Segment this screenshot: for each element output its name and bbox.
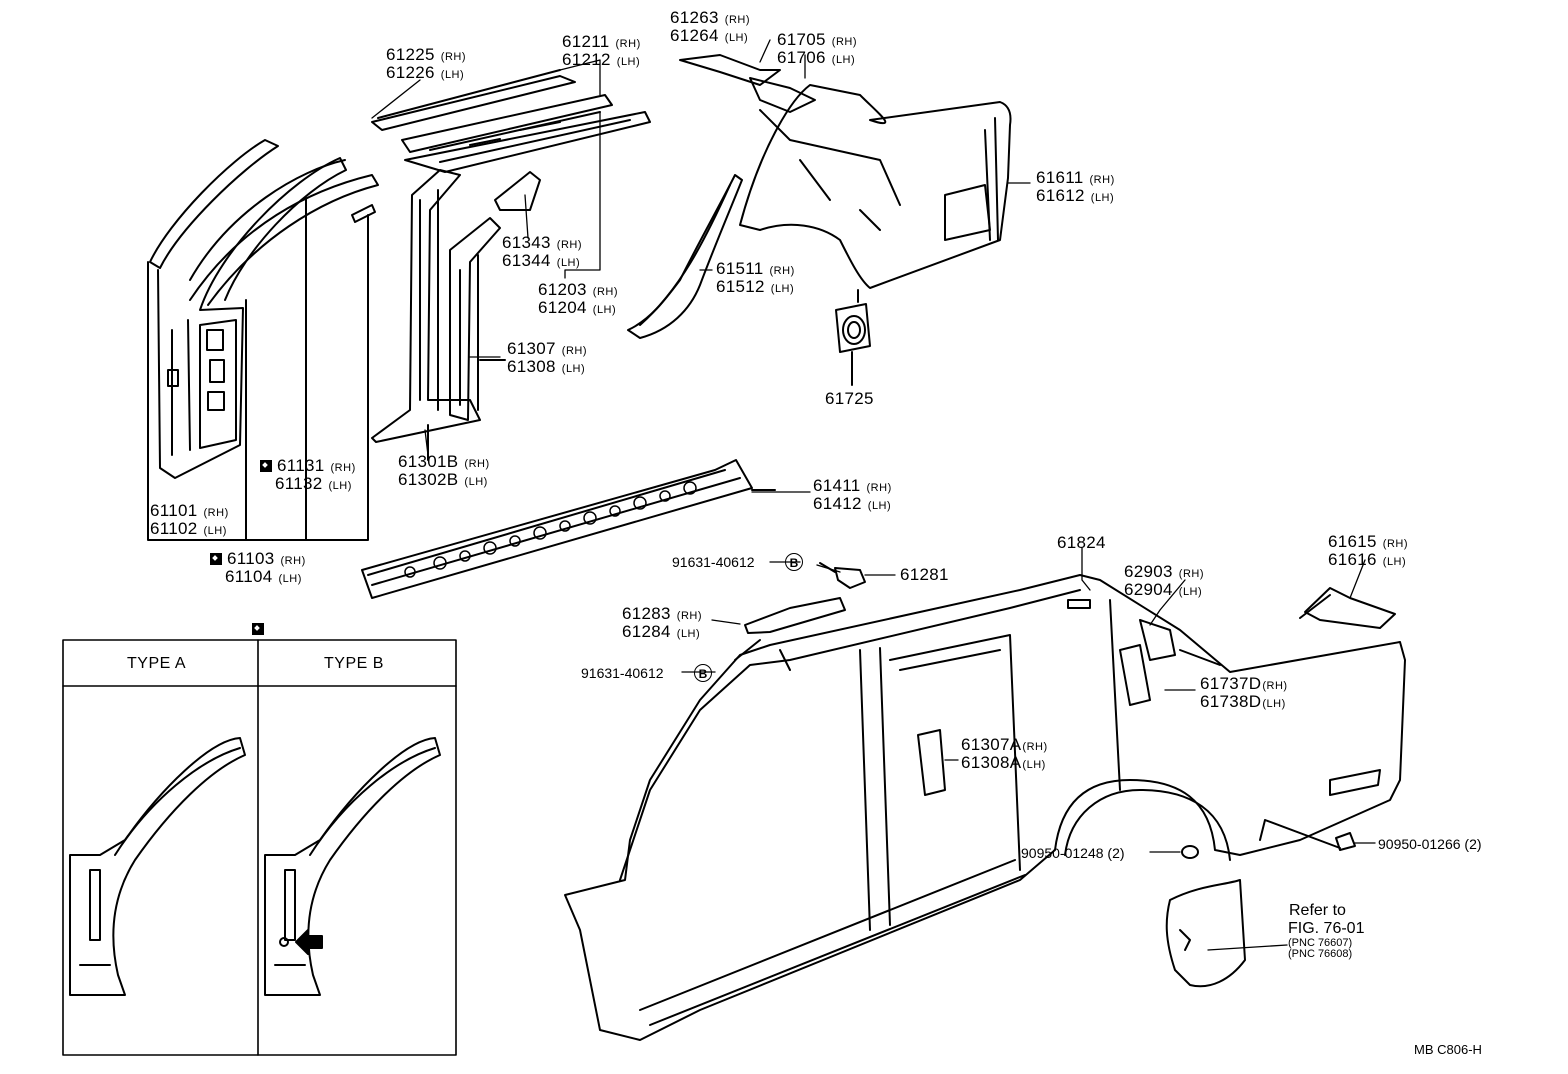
part-61737d: 61737D(RH) 61738D(LH) (1200, 674, 1288, 711)
type-box-diamond-mark (252, 622, 269, 638)
front-pillar-outer (147, 139, 379, 541)
part-61211: 61211(RH) 61212(LH) (562, 32, 641, 69)
figure-id: MB C806-H (1414, 1042, 1482, 1057)
part-61343: 61343(RH) 61344(LH) (502, 233, 582, 270)
arrow-icon (295, 929, 323, 955)
part-61411: 61411(RH) 61412(LH) (813, 476, 892, 513)
clips-and-fasteners (1181, 819, 1356, 859)
part-61511: 61511(RH) 61512(LH) (716, 259, 795, 296)
type-a-pillar (69, 737, 246, 996)
fuel-filler-pocket (835, 289, 871, 386)
part-90950-01248: 90950-01248 (2) (1021, 845, 1125, 861)
part-61283: 61283(RH) 61284(LH) (622, 604, 702, 641)
wheel-house-outer (627, 174, 743, 339)
type-b-pillar (264, 737, 441, 996)
part-61103: 61103(RH) 61104(LH) (210, 550, 306, 587)
part-61705: 61705(RH) 61706(LH) (777, 30, 857, 67)
body-side-outer (564, 574, 1406, 1041)
b-mark-icon: B (784, 553, 803, 571)
type-comparison-box (62, 639, 457, 1056)
part-61725: 61725 (825, 389, 874, 408)
part-91631-lower: 91631-40612 B (581, 664, 712, 682)
reference-note: Refer to FIG. 76-01 (PNC 76607) (PNC 766… (1288, 902, 1365, 960)
small-brackets (734, 562, 1396, 661)
diamond-mark-icon (252, 623, 264, 635)
diamond-mark-icon (260, 460, 272, 472)
rocker-panel-inner (361, 459, 776, 599)
part-61101: 61101(RH) 61102(LH) (150, 501, 229, 538)
part-61307a: 61307A(RH) 61308A(LH) (961, 735, 1048, 772)
leader-lines (371, 39, 1376, 951)
part-90950-01266: 90950-01266 (2) (1378, 836, 1482, 852)
mud-guard (1165, 879, 1246, 988)
diamond-mark-icon (210, 553, 222, 565)
part-61203: 61203(RH) 61204(LH) (538, 280, 618, 317)
part-61263: 61263(RH) 61264(LH) (670, 8, 750, 45)
part-61131: 61131(RH) 61132(LH) (260, 457, 356, 494)
type-b-heading: TYPE B (324, 655, 384, 672)
center-pillar-inner (371, 169, 541, 461)
roof-side-rails (371, 69, 651, 173)
b-mark-icon: B (693, 664, 712, 682)
part-61307: 61307(RH) 61308(LH) (507, 339, 587, 376)
part-91631-upper: 91631-40612 B (672, 553, 803, 571)
quarter-panel (679, 54, 1012, 289)
part-61281: 61281 (900, 565, 949, 584)
part-61225: 61225(RH) 61226(LH) (386, 45, 466, 82)
part-61824: 61824 (1057, 533, 1106, 552)
part-61301b: 61301B(RH) 61302B(LH) (398, 452, 490, 489)
type-a-heading: TYPE A (127, 655, 187, 672)
part-62903: 62903(RH) 62904(LH) (1124, 562, 1204, 599)
part-61611: 61611(RH) 61612(LH) (1036, 168, 1115, 205)
part-61615: 61615(RH) 61616(LH) (1328, 532, 1408, 569)
